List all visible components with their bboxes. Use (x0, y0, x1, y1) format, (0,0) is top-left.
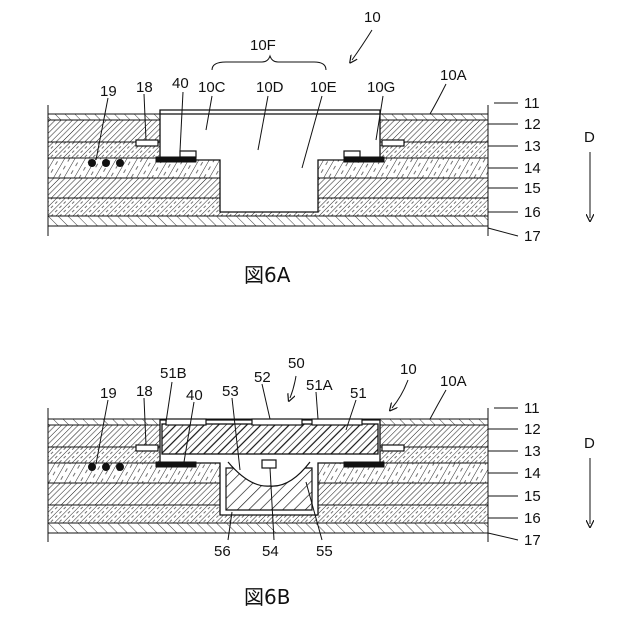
label-10f: 10F (250, 37, 276, 54)
leader-52 (262, 384, 270, 419)
label-16: 16 (524, 204, 541, 221)
leader-51b (166, 382, 172, 422)
label-10-b: 10 (400, 361, 417, 378)
label-19: 19 (100, 83, 117, 100)
leader-10a-b (430, 390, 446, 419)
label-17: 17 (524, 228, 541, 245)
leader-51a (316, 392, 318, 419)
caption-6a: 図6A (244, 263, 291, 287)
label-16-b: 16 (524, 510, 541, 527)
pad-right-b (382, 445, 404, 451)
label-11-b: 11 (524, 400, 540, 417)
via-19-b (102, 159, 110, 167)
electrode-51a (312, 419, 362, 425)
label-direction-a: D (584, 129, 595, 146)
layer-17-b (48, 523, 488, 533)
via-19-a (88, 159, 96, 167)
label-12-b: 12 (524, 421, 541, 438)
label-10: 10 (364, 9, 381, 26)
conductor-right-b (344, 462, 384, 467)
label-51: 51 (350, 385, 367, 402)
label-17-b: 17 (524, 532, 541, 549)
label-18-b: 18 (136, 383, 153, 400)
conductor-cap-right (344, 151, 360, 157)
electrode-51b (166, 419, 206, 425)
leader-10a (430, 84, 446, 114)
pad-10g-right (382, 140, 404, 146)
label-14: 14 (524, 160, 541, 177)
label-10d: 10D (256, 79, 284, 96)
label-54: 54 (262, 543, 279, 560)
label-13-b: 13 (524, 443, 541, 460)
figure-6b: 50 10 10A 51B 52 51A 51 53 40 18 19 56 5… (48, 355, 595, 609)
label-10e: 10E (310, 79, 337, 96)
conductor-40-left-b (156, 462, 196, 467)
label-52: 52 (254, 369, 271, 386)
label-13: 13 (524, 138, 541, 155)
label-15: 15 (524, 180, 541, 197)
leader-17 (488, 228, 518, 236)
label-40-b: 40 (186, 387, 203, 404)
via-19-c-b (116, 463, 124, 471)
pad-18 (136, 140, 158, 146)
conductor-right (344, 157, 384, 162)
label-53: 53 (222, 383, 239, 400)
label-14-b: 14 (524, 465, 541, 482)
electrode-52 (252, 419, 302, 425)
conductor-40-left (156, 157, 196, 162)
label-10g: 10G (367, 79, 395, 96)
leader-17-b (488, 533, 518, 540)
label-10c: 10C (198, 79, 226, 96)
label-56: 56 (214, 543, 231, 560)
label-direction-b: D (584, 435, 595, 452)
arrow-10 (352, 30, 372, 60)
conductor-40-cap-left (180, 151, 196, 157)
brace-10f (212, 56, 326, 70)
label-51a: 51A (306, 377, 333, 394)
label-15-b: 15 (524, 488, 541, 505)
label-10a: 10A (440, 67, 467, 84)
label-12: 12 (524, 116, 541, 133)
arrow-50 (290, 376, 296, 398)
via-19-b-b (102, 463, 110, 471)
pad-18-b (136, 445, 158, 451)
caption-6b: 図6B (244, 585, 290, 609)
arrow-10-b (392, 380, 408, 408)
component-51-body (162, 424, 378, 454)
label-40: 40 (172, 75, 189, 92)
pad-54 (262, 460, 276, 468)
label-51b: 51B (160, 365, 187, 382)
label-11: 11 (524, 95, 540, 112)
label-55: 55 (316, 543, 333, 560)
figure-6a: 10 10F 10C 10D 10E 10G 10A 40 18 19 11 1… (48, 9, 595, 287)
via-19-c (116, 159, 124, 167)
via-19-a-b (88, 463, 96, 471)
label-10a-b: 10A (440, 373, 467, 390)
label-19-b: 19 (100, 385, 117, 402)
label-18: 18 (136, 79, 153, 96)
label-50: 50 (288, 355, 305, 372)
layer-17 (48, 216, 488, 226)
